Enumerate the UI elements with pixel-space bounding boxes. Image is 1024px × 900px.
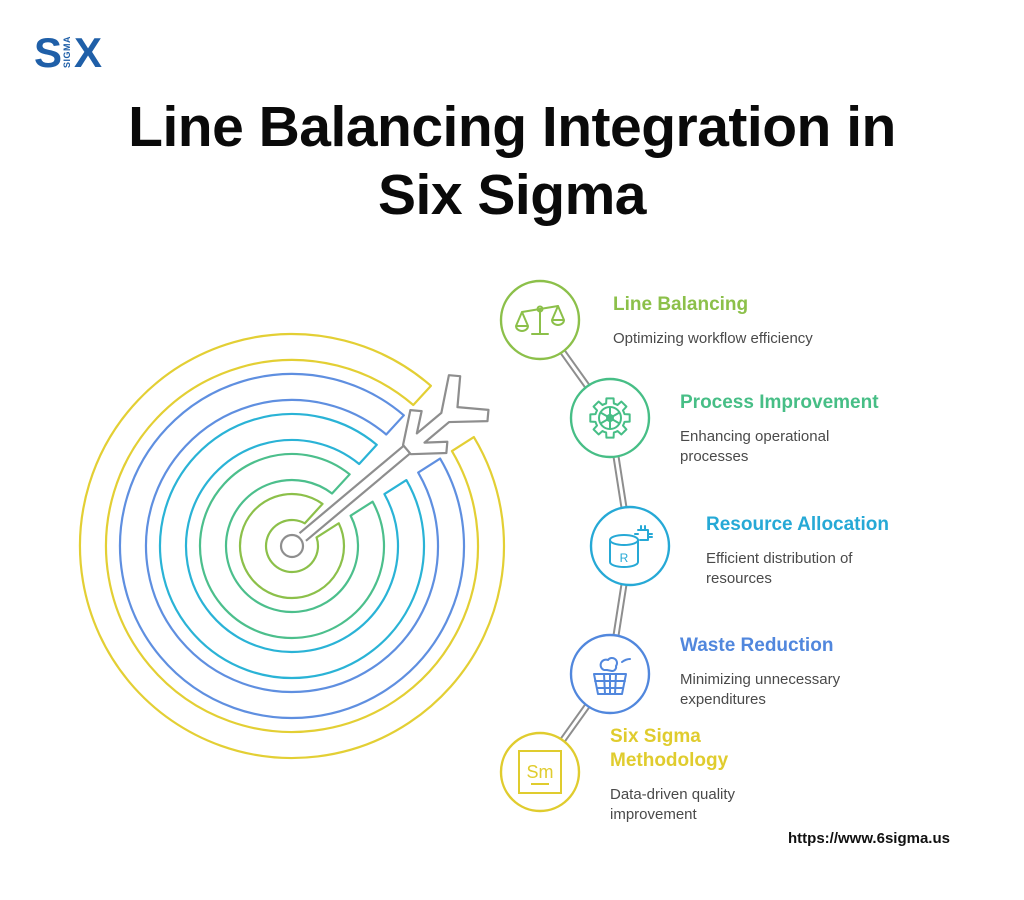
page-title: Line Balancing Integration in Six Sigma	[0, 93, 1024, 229]
step-connectors	[559, 349, 628, 743]
step-title: Process Improvement	[680, 392, 879, 413]
target-ring	[78, 332, 506, 760]
connector-line	[559, 703, 591, 743]
sm-symbol-icon: Sm	[518, 750, 562, 794]
logo-letter-x: X	[74, 29, 103, 76]
step-title: Six Sigma Methodology	[610, 726, 729, 771]
step-title: Waste Reduction	[680, 635, 834, 656]
sixsigma-logo: S SIGMA X	[34, 29, 106, 76]
connector-line	[559, 349, 591, 389]
arrow-tip	[279, 533, 305, 559]
step-icon-badge	[499, 279, 581, 361]
target-ring	[158, 412, 426, 680]
step-description: Enhancing operational processes	[680, 428, 830, 465]
step-description: Data-driven quality improvement	[610, 786, 736, 823]
step-description: Efficient distribution of resources	[706, 550, 853, 587]
step-icon-badge	[569, 377, 651, 459]
logo-letter-s: S	[34, 29, 63, 76]
database-chip-icon: R	[609, 525, 653, 568]
step-title: Resource Allocation	[706, 514, 890, 535]
step-icon-badge	[569, 633, 651, 715]
scale-icon	[515, 305, 565, 335]
footer-url[interactable]: https://www.6sigma.us	[788, 830, 950, 847]
waste-basket-icon	[593, 657, 631, 695]
step-icon-badge: Sm	[499, 731, 581, 813]
title-line-1: Line Balancing Integration in	[128, 95, 896, 159]
target-ring	[118, 372, 466, 720]
target-ring	[198, 452, 386, 640]
arrow-fletching	[401, 374, 490, 456]
svg-text:Sm: Sm	[527, 762, 554, 782]
target-rings	[78, 332, 506, 760]
step-description: Minimizing unnecessary expenditures	[680, 671, 841, 708]
arrow-icon	[279, 374, 490, 559]
step-icons: R Sm	[499, 279, 671, 813]
step-title: Line Balancing	[613, 294, 749, 315]
title-line-2: Six Sigma	[378, 163, 646, 227]
step-description: Optimizing workflow efficiency	[613, 330, 813, 347]
step-icon-badge: R	[589, 505, 671, 587]
connector-line	[612, 455, 628, 509]
target-ring	[238, 492, 346, 600]
svg-text:R: R	[620, 551, 629, 565]
connector-line	[612, 583, 628, 637]
gear-icon	[589, 397, 631, 439]
